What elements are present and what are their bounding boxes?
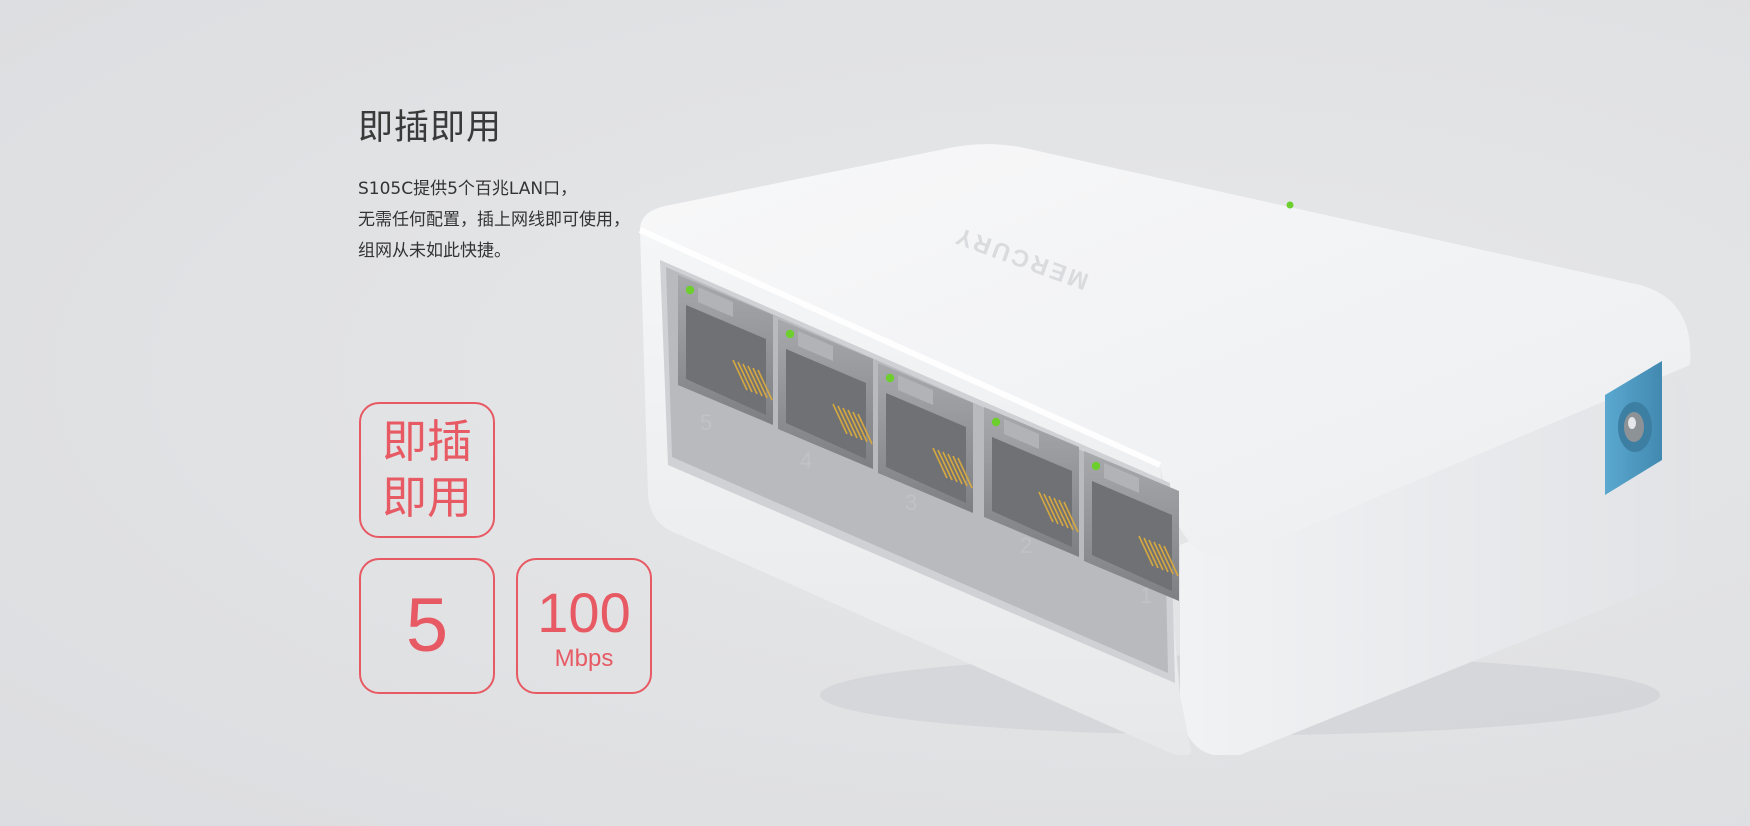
port-count-badge: 5: [359, 558, 495, 694]
port-label-1: 1: [1140, 583, 1152, 608]
speed-badge: 100 Mbps: [516, 558, 652, 694]
port-led-icon: [685, 285, 695, 295]
port-count-value: 5: [405, 583, 449, 668]
ethernet-port-1: [1084, 451, 1179, 601]
speed-unit: Mbps: [554, 645, 614, 672]
description-line-2: 无需任何配置，插上网线即可使用，: [358, 210, 630, 230]
section-title: 即插即用: [358, 108, 503, 148]
ethernet-port-4: [778, 319, 873, 469]
description-line-3: 组网从未如此快捷。: [358, 241, 511, 261]
plug-and-play-line-1: 即插: [381, 415, 472, 468]
port-led-icon: [785, 329, 795, 339]
power-led-icon: [1286, 201, 1294, 209]
plug-and-play-badge: 即插 即用: [359, 402, 495, 538]
ethernet-port-2: [984, 407, 1079, 557]
speed-value: 100: [537, 581, 631, 644]
port-led-icon: [1091, 461, 1101, 471]
port-label-2: 2: [1020, 533, 1032, 558]
port-label-5: 5: [700, 410, 712, 435]
section-description: S105C提供5个百兆LAN口， 无需任何配置，插上网线即可使用， 组网从未如此…: [358, 174, 630, 267]
ethernet-port-3: [878, 363, 973, 513]
port-led-icon: [991, 417, 1001, 427]
ethernet-switch-image: MERCURY 5 4 3 2 1: [620, 135, 1700, 755]
port-led-icon: [885, 373, 895, 383]
plug-and-play-line-2: 即用: [381, 471, 472, 524]
ethernet-port-5: [678, 275, 773, 425]
port-label-4: 4: [800, 448, 812, 473]
description-line-1: S105C提供5个百兆LAN口，: [358, 179, 578, 199]
port-label-3: 3: [905, 490, 917, 515]
